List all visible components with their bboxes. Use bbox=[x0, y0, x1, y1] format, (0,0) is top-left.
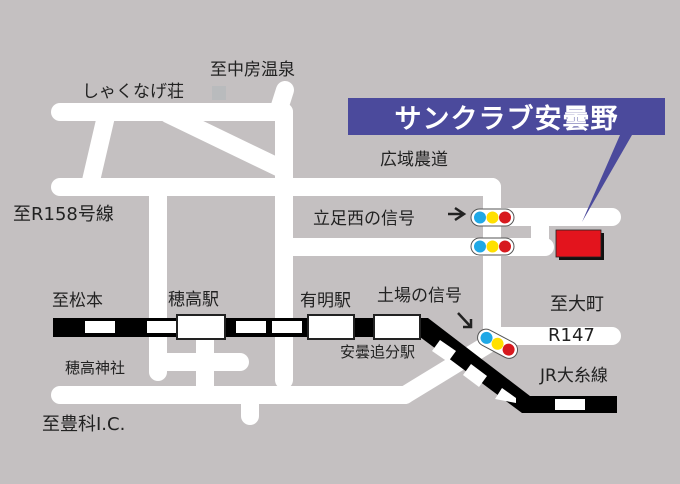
label-koiki: 広域農道 bbox=[380, 150, 448, 170]
banner-pointer bbox=[582, 135, 632, 222]
label-r147: R147 bbox=[548, 325, 595, 346]
label-hotaka-shrine: 穂高神社 bbox=[65, 359, 126, 377]
traffic-signal-doba bbox=[477, 328, 519, 359]
road-bottom-diagonal bbox=[396, 331, 504, 404]
arrow-down-right-icon bbox=[457, 312, 473, 329]
azumi-oiwake-station-box bbox=[373, 314, 421, 340]
arrow-right-icon bbox=[448, 206, 467, 222]
hotaka-station-box bbox=[176, 314, 226, 340]
label-doba-signal: 土場の信号 bbox=[377, 286, 462, 306]
label-ariake-station: 有明駅 bbox=[300, 291, 351, 311]
label-to-nakabusa: 至中房温泉 bbox=[210, 60, 295, 80]
label-shakunage: しゃくなげ荘 bbox=[82, 82, 184, 102]
label-tatsuashi-signal: 立足西の信号 bbox=[313, 209, 415, 229]
destination-marker bbox=[555, 229, 602, 258]
ariake-station-box bbox=[307, 314, 355, 340]
label-jr-oito: JR大糸線 bbox=[540, 366, 608, 386]
shakunage-marker bbox=[212, 86, 226, 100]
title-banner: サンクラブ安曇野 bbox=[348, 98, 665, 135]
road-diagonal-mid bbox=[159, 105, 289, 177]
railway bbox=[53, 314, 617, 413]
label-to-r158: 至R158号線 bbox=[13, 204, 114, 225]
road-diagonal-left bbox=[81, 103, 116, 194]
label-to-matsumoto: 至松本 bbox=[52, 291, 103, 311]
label-azumi-oiwake-station: 安曇追分駅 bbox=[340, 343, 416, 361]
label-to-toyoshina: 至豊科I.C. bbox=[42, 414, 126, 435]
traffic-signal-tatsuashi bbox=[470, 208, 515, 227]
roads bbox=[51, 81, 621, 425]
label-to-omachi: 至大町 bbox=[550, 294, 604, 315]
road-to-nakabusa bbox=[269, 81, 294, 121]
traffic-signal-tatsuashi-2 bbox=[470, 237, 515, 256]
label-hotaka-station: 穂高駅 bbox=[168, 290, 219, 310]
